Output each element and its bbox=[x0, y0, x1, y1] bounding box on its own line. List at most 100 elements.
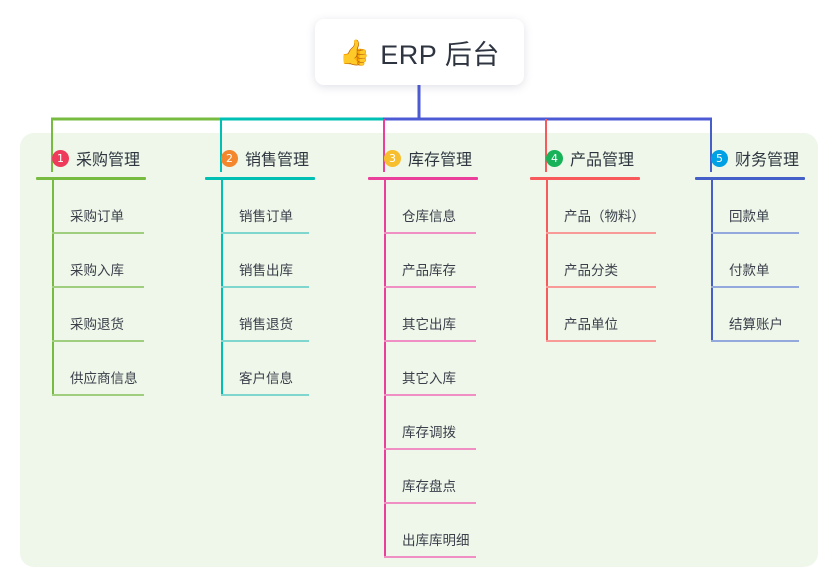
leaf-underline bbox=[384, 340, 476, 342]
leaf-underline bbox=[711, 286, 799, 288]
branch-spine-1 bbox=[52, 180, 54, 396]
branch-title-4: 产品管理 bbox=[570, 152, 635, 169]
leaf-label: 结算账户 bbox=[729, 317, 783, 332]
leaf-label: 库存盘点 bbox=[402, 479, 456, 494]
leaf-item[interactable]: 结算账户 bbox=[711, 288, 805, 342]
branch-title-1: 采购管理 bbox=[76, 152, 141, 169]
branch-spine-5 bbox=[711, 180, 713, 342]
branch-header-5[interactable]: 5 财务管理 bbox=[695, 145, 805, 171]
leaf-item[interactable]: 产品单位 bbox=[546, 288, 656, 342]
branch-underline-1 bbox=[36, 177, 146, 180]
leaf-item[interactable]: 其它入库 bbox=[384, 342, 478, 396]
branch-title-3: 库存管理 bbox=[408, 152, 473, 169]
branch-4[interactable]: 4 产品管理产品（物料） 产品分类产品单位 bbox=[530, 145, 656, 342]
leaf-label: 采购入库 bbox=[70, 263, 124, 278]
branch-header-2[interactable]: 2 销售管理 bbox=[205, 145, 315, 171]
leaf-item[interactable]: 采购退货 bbox=[52, 288, 146, 342]
branch-underline-5 bbox=[695, 177, 805, 180]
leaf-underline bbox=[52, 340, 144, 342]
leaf-label: 仓库信息 bbox=[402, 209, 456, 224]
leaf-underline bbox=[384, 502, 476, 504]
leaf-label: 产品分类 bbox=[564, 263, 618, 278]
leaf-underline bbox=[384, 286, 476, 288]
branch-1[interactable]: 1 采购管理采购订单采购入库采购退货供应商信息 bbox=[36, 145, 146, 396]
leaf-label: 供应商信息 bbox=[70, 371, 138, 386]
branch-underline-3 bbox=[368, 177, 478, 180]
branch-badge-3: 3 bbox=[384, 149, 401, 167]
leaf-underline bbox=[546, 340, 656, 342]
leaf-item[interactable]: 库存调拨 bbox=[384, 396, 478, 450]
branch-title-2: 销售管理 bbox=[245, 152, 310, 169]
leaf-label: 出库库明细 bbox=[402, 533, 470, 548]
branch-underline-2 bbox=[205, 177, 315, 180]
leaf-label: 其它入库 bbox=[402, 371, 456, 386]
leaf-item[interactable]: 采购订单 bbox=[52, 180, 146, 234]
leaf-item[interactable]: 销售出库 bbox=[221, 234, 315, 288]
branch-badge-4: 4 bbox=[546, 149, 563, 167]
leaf-item[interactable]: 供应商信息 bbox=[52, 342, 146, 396]
leaf-item[interactable]: 销售订单 bbox=[221, 180, 315, 234]
leaf-underline bbox=[546, 286, 656, 288]
branch-leaves-1: 采购订单采购入库采购退货供应商信息 bbox=[36, 180, 146, 396]
branch-badge-5: 5 bbox=[711, 149, 728, 167]
leaf-underline bbox=[52, 394, 144, 396]
leaf-item[interactable]: 仓库信息 bbox=[384, 180, 478, 234]
branch-2[interactable]: 2 销售管理销售订单销售出库销售退货客户信息 bbox=[205, 145, 315, 396]
leaf-item[interactable]: 客户信息 bbox=[221, 342, 315, 396]
branch-header-3[interactable]: 3 库存管理 bbox=[368, 145, 478, 171]
leaf-label: 产品单位 bbox=[564, 317, 618, 332]
leaf-label: 销售订单 bbox=[239, 209, 293, 224]
leaf-underline bbox=[384, 448, 476, 450]
leaf-item[interactable]: 销售退货 bbox=[221, 288, 315, 342]
leaf-underline bbox=[221, 232, 309, 234]
leaf-underline bbox=[546, 232, 656, 234]
leaf-underline bbox=[221, 340, 309, 342]
leaf-item[interactable]: 产品库存 bbox=[384, 234, 478, 288]
leaf-item[interactable]: 产品分类 bbox=[546, 234, 656, 288]
leaf-label: 其它出库 bbox=[402, 317, 456, 332]
branch-5[interactable]: 5 财务管理回款单付款单结算账户 bbox=[695, 145, 805, 342]
branch-leaves-4: 产品（物料） 产品分类产品单位 bbox=[530, 180, 656, 342]
leaf-item[interactable]: 付款单 bbox=[711, 234, 805, 288]
root-node[interactable]: 👍 ERP 后台 bbox=[315, 19, 524, 85]
leaf-label: 库存调拨 bbox=[402, 425, 456, 440]
branch-leaves-2: 销售订单销售出库销售退货客户信息 bbox=[205, 180, 315, 396]
leaf-item[interactable]: 产品（物料） bbox=[546, 180, 656, 234]
branch-header-4[interactable]: 4 产品管理 bbox=[530, 145, 640, 171]
leaf-underline bbox=[52, 286, 144, 288]
root-title: ERP 后台 bbox=[380, 39, 500, 70]
leaf-label: 销售退货 bbox=[239, 317, 293, 332]
leaf-label: 客户信息 bbox=[239, 371, 293, 386]
leaf-item[interactable]: 其它出库 bbox=[384, 288, 478, 342]
leaf-underline bbox=[384, 394, 476, 396]
leaf-underline bbox=[221, 394, 309, 396]
leaf-item[interactable]: 采购入库 bbox=[52, 234, 146, 288]
branch-spine-2 bbox=[221, 180, 223, 396]
branch-3[interactable]: 3 库存管理仓库信息产品库存其它出库其它入库库存调拨库存盘点出库库明细 bbox=[368, 145, 478, 558]
branch-spine-4 bbox=[546, 180, 548, 342]
leaf-underline bbox=[52, 232, 144, 234]
branch-spine-3 bbox=[384, 180, 386, 558]
leaf-underline bbox=[384, 556, 476, 558]
leaf-label: 采购订单 bbox=[70, 209, 124, 224]
leaf-label: 销售出库 bbox=[239, 263, 293, 278]
branches-background-panel bbox=[20, 133, 818, 567]
leaf-underline bbox=[221, 286, 309, 288]
leaf-label: 产品库存 bbox=[402, 263, 456, 278]
branch-header-1[interactable]: 1 采购管理 bbox=[36, 145, 146, 171]
branch-leaves-3: 仓库信息产品库存其它出库其它入库库存调拨库存盘点出库库明细 bbox=[368, 180, 478, 558]
branch-badge-1: 1 bbox=[52, 149, 69, 167]
leaf-item[interactable]: 库存盘点 bbox=[384, 450, 478, 504]
branch-title-5: 财务管理 bbox=[735, 152, 800, 169]
leaf-underline bbox=[384, 232, 476, 234]
leaf-underline bbox=[711, 340, 799, 342]
leaf-label: 采购退货 bbox=[70, 317, 124, 332]
leaf-underline bbox=[711, 232, 799, 234]
leaf-label: 付款单 bbox=[729, 263, 770, 278]
leaf-label: 回款单 bbox=[729, 209, 770, 224]
branch-badge-2: 2 bbox=[221, 149, 238, 167]
branch-leaves-5: 回款单付款单结算账户 bbox=[695, 180, 805, 342]
leaf-item[interactable]: 出库库明细 bbox=[384, 504, 478, 558]
leaf-item[interactable]: 回款单 bbox=[711, 180, 805, 234]
